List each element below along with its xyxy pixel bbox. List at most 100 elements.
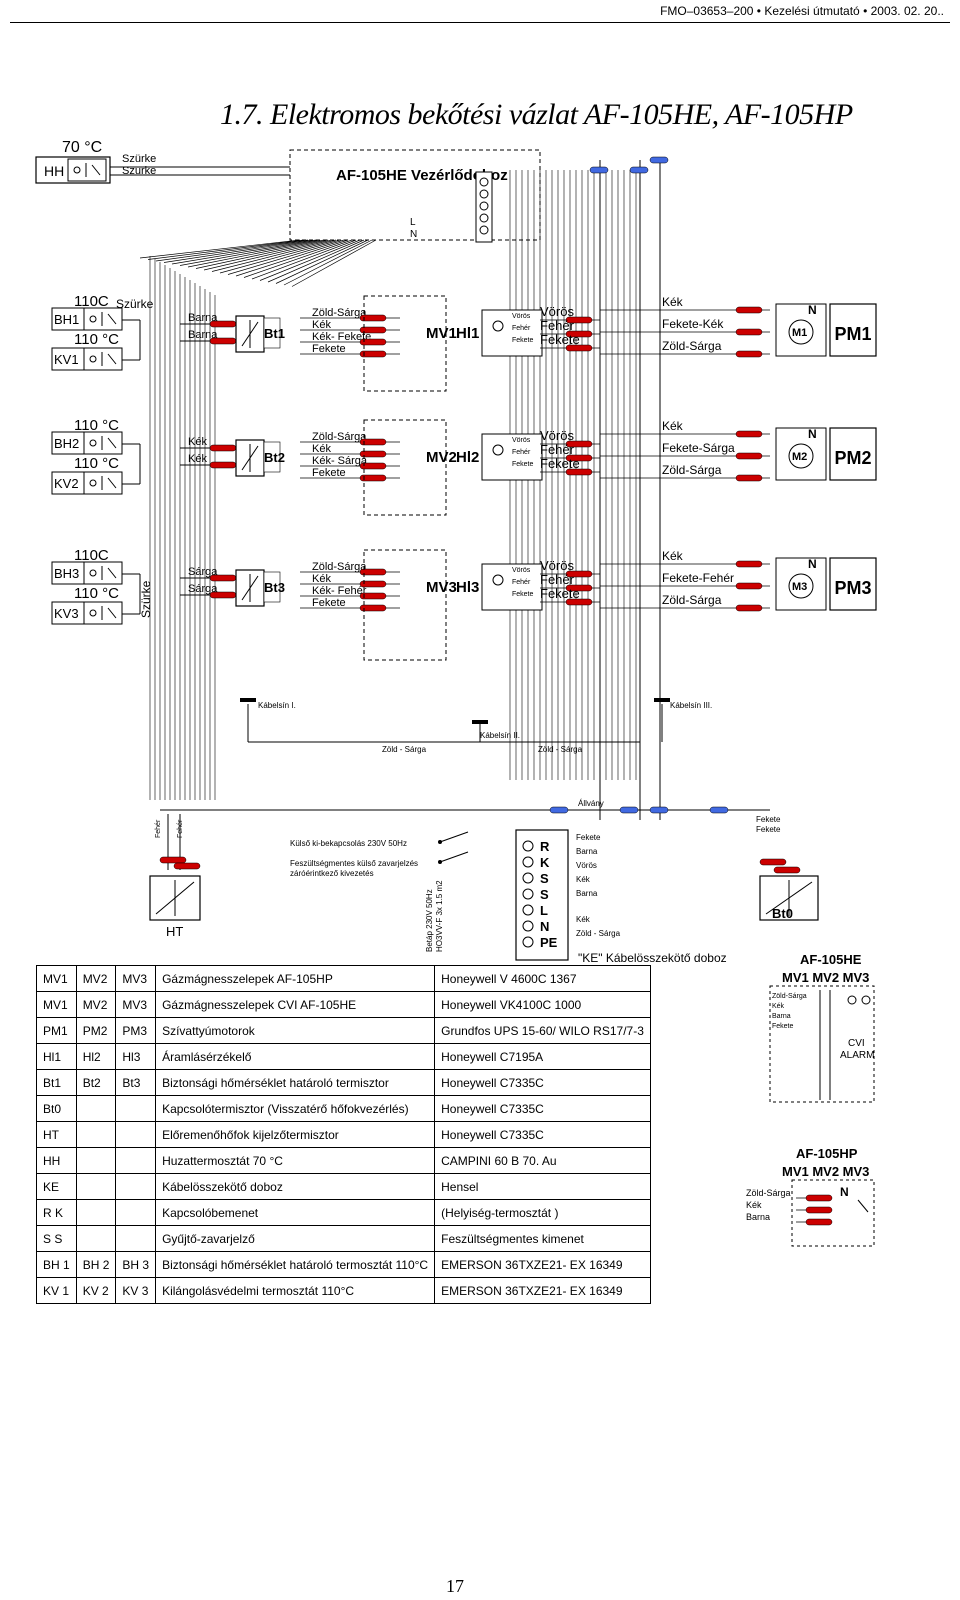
motor-label: M3 — [792, 581, 807, 593]
thermostat-dial — [89, 569, 97, 577]
motor-icon — [788, 443, 814, 469]
connector-red — [359, 474, 387, 482]
bundle-wire — [203, 239, 333, 271]
connector-red — [565, 316, 593, 324]
legend-description: Kábelösszekötő doboz — [155, 1173, 436, 1200]
hh-wire-label-2: Szürke — [122, 165, 156, 177]
hl-small-label: Fekete — [512, 591, 534, 598]
kv-thermostat-icon — [83, 471, 123, 495]
side-hp-n: N — [840, 1185, 849, 1199]
mv-wire-label: Fekete — [312, 467, 346, 479]
legend-code-3: KV 3 — [115, 1277, 157, 1304]
legend-code-1: Bt0 — [36, 1095, 77, 1122]
legend-code-3 — [115, 1147, 157, 1174]
ke-wire-label: Fekete — [576, 833, 601, 842]
connector-red — [359, 462, 387, 470]
legend-model: Hensel — [434, 1173, 651, 1200]
legend-code-3 — [115, 1199, 157, 1226]
legend-model: Honeywell C7335C — [434, 1069, 651, 1096]
bundle-wire — [139, 239, 301, 259]
mv-wire-label: Kék — [312, 443, 331, 455]
legend-description: Biztonsági hőmérséklet határoló termoszt… — [155, 1251, 436, 1278]
controller-title: AF-105HE Vezérlődoboz — [336, 167, 508, 184]
thermostat-switch — [91, 164, 101, 176]
bundle-wire — [147, 239, 305, 260]
connector-blue — [629, 166, 649, 174]
kabelsin-2: Kábelsín II. — [480, 731, 520, 740]
thermistor-slash — [155, 881, 195, 915]
cvi-label: CVI — [848, 1038, 865, 1049]
kabelsin-1: Kábelsín I. — [258, 701, 296, 710]
bh-label: BH3 — [54, 566, 79, 581]
mv-label: MV2 — [426, 449, 457, 466]
hl-box — [481, 563, 543, 611]
side-hp-title: AF-105HP — [796, 1146, 858, 1161]
motor-icon — [788, 319, 814, 345]
bundle-wire — [187, 239, 325, 268]
mv-wire-label: Kék- Fekete — [312, 331, 371, 343]
terminal-screw — [479, 225, 489, 235]
hl-box — [481, 309, 543, 357]
connector-red — [735, 430, 763, 438]
connector-red — [735, 328, 763, 336]
side-wire-label: Szürke — [116, 297, 154, 311]
mv-wire-label: Kék- Fehér — [312, 585, 367, 597]
pm-wire-label: Kék — [662, 549, 684, 563]
hl-small-label: Fekete — [512, 337, 534, 344]
switch-arm — [439, 851, 469, 863]
kv-label: KV3 — [54, 606, 79, 621]
ke-wire-label: Barna — [576, 889, 598, 898]
ke-terminal-letter: N — [540, 919, 549, 934]
side-he-terminal — [847, 995, 857, 1005]
bt-wire-label: Barna — [188, 329, 218, 341]
legend-code-2 — [75, 1095, 117, 1122]
legend-code-1: MV1 — [36, 991, 77, 1018]
side-hp-mvs: MV1 MV2 MV3 — [782, 1164, 869, 1179]
connector-red — [565, 570, 593, 578]
ke-wire-label: Kék — [576, 915, 591, 924]
bundle-wire — [283, 239, 373, 286]
external-switch-label: Külső ki-bekapcsolás 230V 50Hz — [290, 839, 407, 848]
hl-sensor-icon — [492, 574, 504, 586]
bundle-wire — [219, 239, 341, 274]
bt-label-box — [263, 317, 281, 349]
legend-code-3 — [115, 1225, 157, 1252]
legend-code-2: MV2 — [75, 965, 117, 992]
terminal-screw — [479, 213, 489, 223]
pm-box — [829, 303, 877, 357]
ke-terminal-letter: K — [540, 855, 550, 870]
legend-model: EMERSON 36TXZE21- EX 16349 — [434, 1251, 651, 1278]
side-he-wire-label: Barna — [772, 1013, 791, 1020]
hl-wire-label: Vörös — [540, 558, 574, 573]
legend-model: EMERSON 36TXZE21- EX 16349 — [434, 1277, 651, 1304]
ke-terminal — [522, 936, 534, 948]
mv-wire-label: Kék- Sárga — [312, 455, 368, 467]
ke-wire-label: Zöld - Sárga — [576, 929, 621, 938]
page-header: FMO–03653–200 • Kezelési útmutató • 2003… — [660, 4, 944, 18]
connector-red — [735, 306, 763, 314]
connector-red — [805, 1206, 833, 1214]
ground-symbol-3 — [654, 698, 670, 702]
pm-box — [829, 427, 877, 481]
pm-box — [829, 557, 877, 611]
connector-red — [209, 320, 237, 328]
ke-box-label: "KE" Kábelösszekötő doboz — [578, 951, 727, 965]
legend-code-2 — [75, 1173, 117, 1200]
legend-description: Gázmágnesszelepek CVI AF-105HE — [155, 991, 436, 1018]
mv-label: MV3 — [426, 579, 457, 596]
bundle-wire — [259, 239, 361, 281]
motor-n-label: N — [808, 557, 817, 571]
pump-box — [775, 557, 827, 611]
connector-red — [565, 454, 593, 462]
mv-wire-label: Kék — [312, 573, 331, 585]
thermistor-slash — [765, 881, 813, 915]
bt0-wire-label-1: Fekete — [756, 815, 781, 824]
side-wire-label: Szürke — [139, 580, 153, 618]
bundle-wire — [275, 239, 369, 284]
motor-label: M1 — [792, 327, 807, 339]
connector-red — [735, 604, 763, 612]
hl-wire-label: Fekete — [540, 332, 580, 347]
